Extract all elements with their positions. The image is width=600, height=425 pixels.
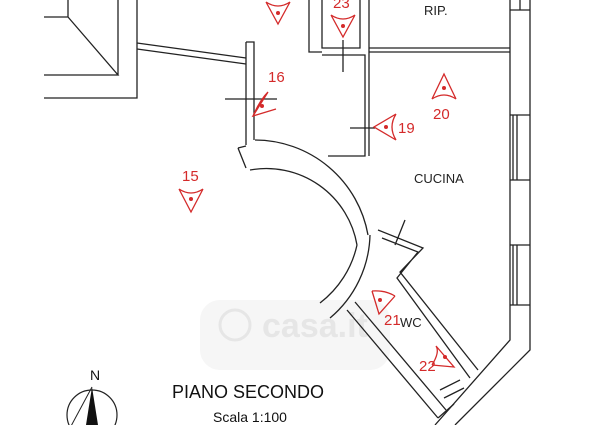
- viewpoint-marker-16[interactable]: 16: [251, 69, 285, 118]
- viewpoint-marker-19[interactable]: 19: [372, 113, 415, 141]
- room-label-rip: RIP.: [424, 3, 448, 18]
- svg-text:16: 16: [268, 69, 285, 86]
- svg-text:23: 23: [333, 0, 350, 12]
- viewpoint-marker-24[interactable]: [265, 1, 291, 26]
- svg-text:20: 20: [433, 106, 450, 123]
- viewpoint-marker-22[interactable]: 22: [419, 345, 456, 375]
- watermark-text: casa.it: [262, 307, 368, 345]
- plan-title: PIANO SECONDO: [172, 382, 324, 402]
- viewpoint-marker-15[interactable]: 15: [178, 168, 204, 214]
- walls: [44, 0, 531, 425]
- room-label-cucina: CUCINA: [414, 171, 464, 186]
- viewpoint-marker-23[interactable]: 23: [330, 0, 356, 39]
- room-label-wc: WC: [400, 315, 422, 330]
- svg-text:15: 15: [182, 168, 199, 185]
- svg-text:21: 21: [384, 312, 401, 329]
- viewpoint-marker-20[interactable]: 20: [431, 72, 457, 123]
- svg-text:22: 22: [419, 358, 436, 375]
- viewpoint-marker-21[interactable]: 21: [371, 290, 401, 329]
- plan-scale: Scala 1:100: [213, 409, 287, 425]
- north-arrow-icon: N: [66, 367, 118, 425]
- svg-text:19: 19: [398, 120, 415, 137]
- north-label: N: [90, 367, 100, 383]
